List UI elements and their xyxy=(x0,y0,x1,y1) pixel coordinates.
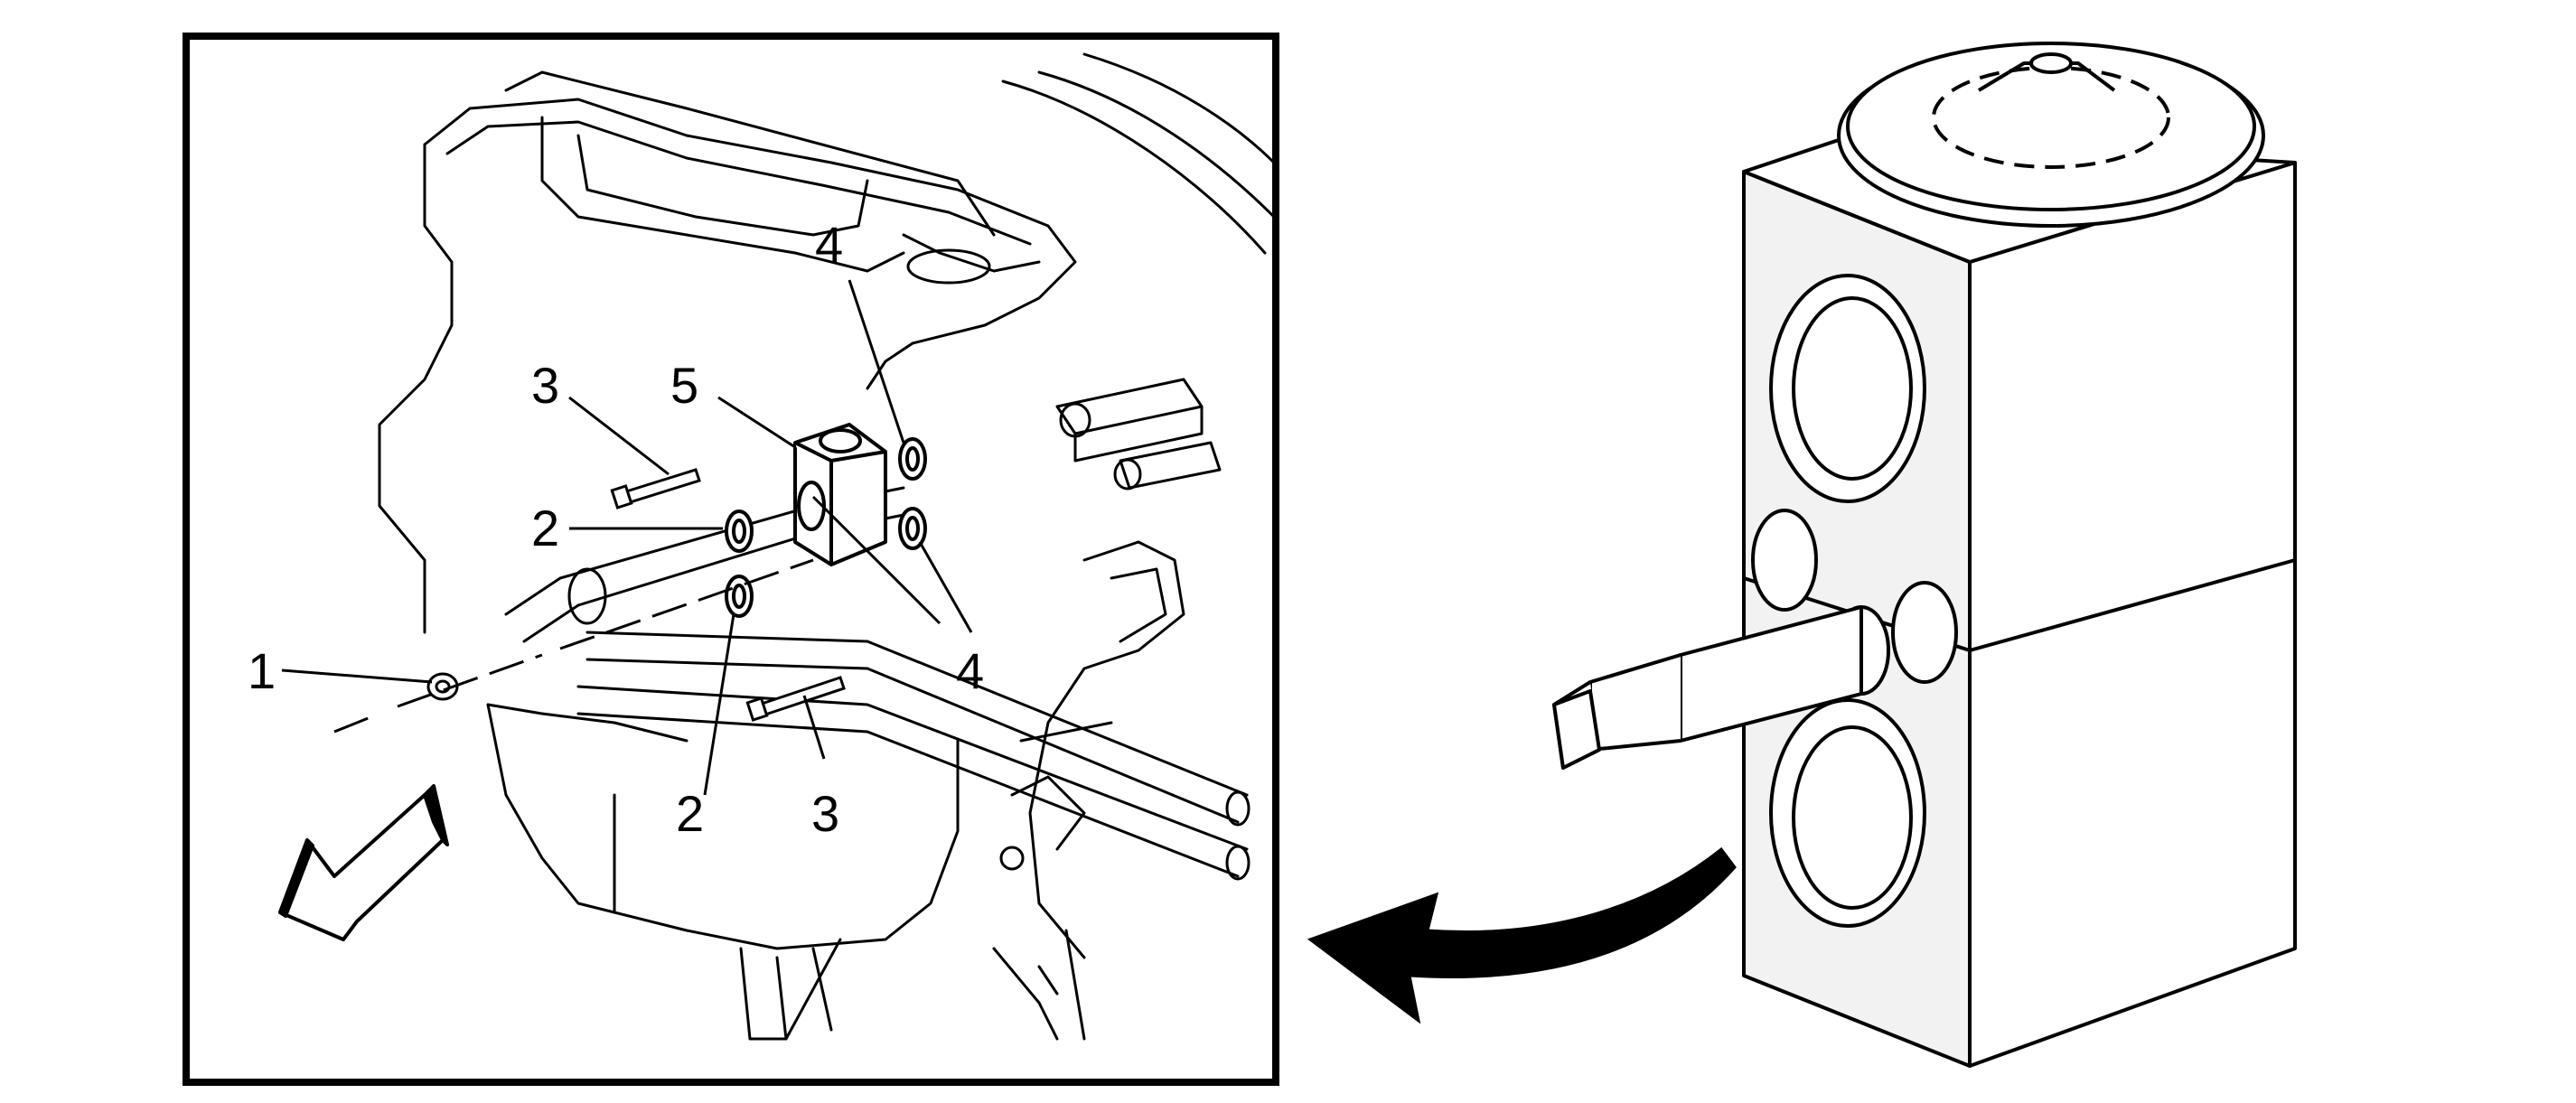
detail-pointer-arrow xyxy=(1307,846,1737,1024)
valve-port-small-left xyxy=(1751,509,1818,612)
callout-3-lower: 3 xyxy=(811,785,839,842)
callout-4-lower: 4 xyxy=(956,642,984,699)
callout-labels: 1 2 2 3 3 4 4 5 xyxy=(248,216,984,842)
evaporator-assembly-drawing xyxy=(378,52,1276,1041)
o-rings xyxy=(725,437,927,618)
expansion-valve-detail xyxy=(1552,42,2297,1068)
callout-leaders xyxy=(281,279,973,796)
callout-3-upper: 3 xyxy=(531,357,559,414)
callout-1: 1 xyxy=(248,642,276,699)
callout-5: 5 xyxy=(670,357,698,414)
callout-2-upper: 2 xyxy=(531,500,559,556)
front-direction-arrow xyxy=(278,784,449,941)
valve-port-small-right xyxy=(1891,581,1958,684)
stud-centerline xyxy=(333,558,814,734)
expansion-valve-block xyxy=(793,423,887,566)
callout-4-upper: 4 xyxy=(815,216,843,273)
callout-2-lower: 2 xyxy=(676,785,704,842)
